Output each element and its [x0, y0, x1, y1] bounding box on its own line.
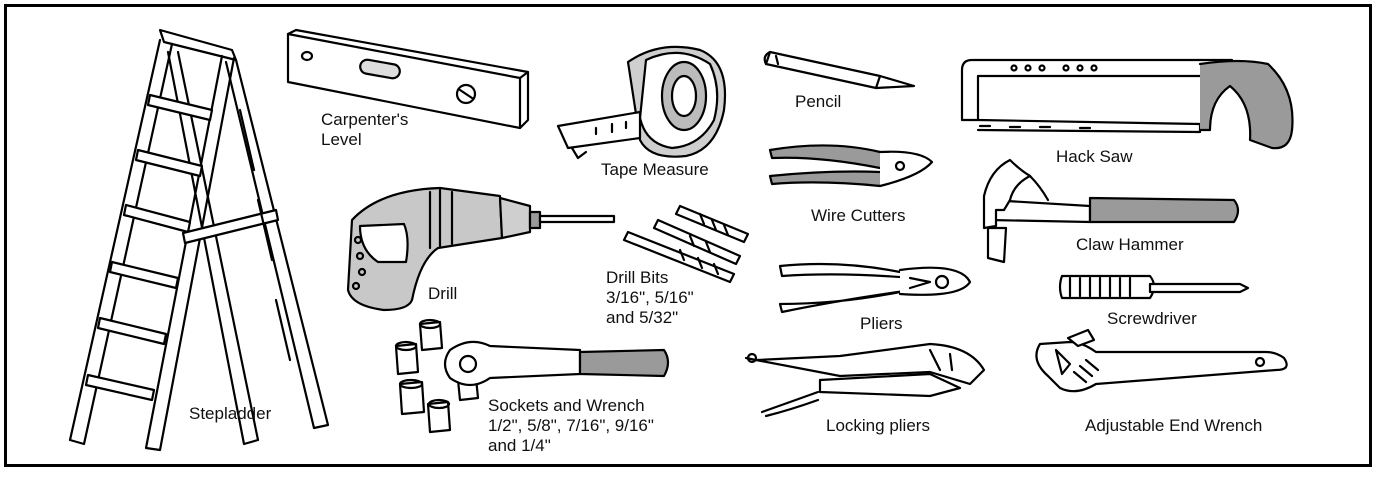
- screwdriver-illustration: [1058, 274, 1250, 300]
- sockets-illustration: [394, 318, 670, 434]
- label-screwdriver: Screwdriver: [1107, 309, 1197, 328]
- label-sockets-and-wrench: Sockets and Wrench 1/2", 5/8", 7/16", 9/…: [488, 396, 654, 456]
- label-line: Sockets and Wrench: [488, 396, 645, 415]
- label-line: 1/2", 5/8", 7/16", 9/16": [488, 416, 654, 435]
- pliers-illustration: [778, 262, 972, 314]
- label-hack-saw: Hack Saw: [1056, 147, 1133, 166]
- pencil-illustration: [763, 50, 916, 90]
- label-drill: Drill: [428, 284, 458, 303]
- label-claw-hammer: Claw Hammer: [1076, 235, 1184, 254]
- claw-hammer-illustration: [982, 158, 1240, 264]
- label-tape-measure: Tape Measure: [601, 160, 709, 179]
- level-illustration: [286, 28, 530, 130]
- label-line: and 1/4": [488, 436, 551, 455]
- label-adjustable-end-wrench: Adjustable End Wrench: [1085, 416, 1263, 435]
- label-line: and 5/32": [606, 308, 679, 327]
- label-pencil: Pencil: [795, 92, 842, 111]
- locking-pliers-illustration: [744, 342, 986, 418]
- label-line: Carpenter's: [321, 110, 409, 129]
- drill-bits-illustration: [622, 204, 750, 284]
- label-drill-bits: Drill Bits 3/16", 5/16" and 5/32": [606, 268, 694, 328]
- hack-saw-illustration: [960, 58, 1294, 150]
- stepladder-illustration: [68, 28, 330, 452]
- label-line: 3/16", 5/16": [606, 288, 694, 307]
- adjustable-wrench-illustration: [1035, 328, 1288, 393]
- drill-illustration: [346, 186, 616, 312]
- label-locking-pliers: Locking pliers: [826, 416, 930, 435]
- label-wire-cutters: Wire Cutters: [811, 206, 906, 225]
- label-stepladder: Stepladder: [189, 404, 272, 423]
- label-line: Drill Bits: [606, 268, 669, 287]
- label-carpenters-level: Carpenter's Level: [321, 110, 408, 150]
- tape-measure-illustration: [556, 45, 726, 160]
- label-pliers: Pliers: [860, 314, 903, 333]
- wire-cutters-illustration: [768, 144, 934, 188]
- label-line: Level: [321, 130, 362, 149]
